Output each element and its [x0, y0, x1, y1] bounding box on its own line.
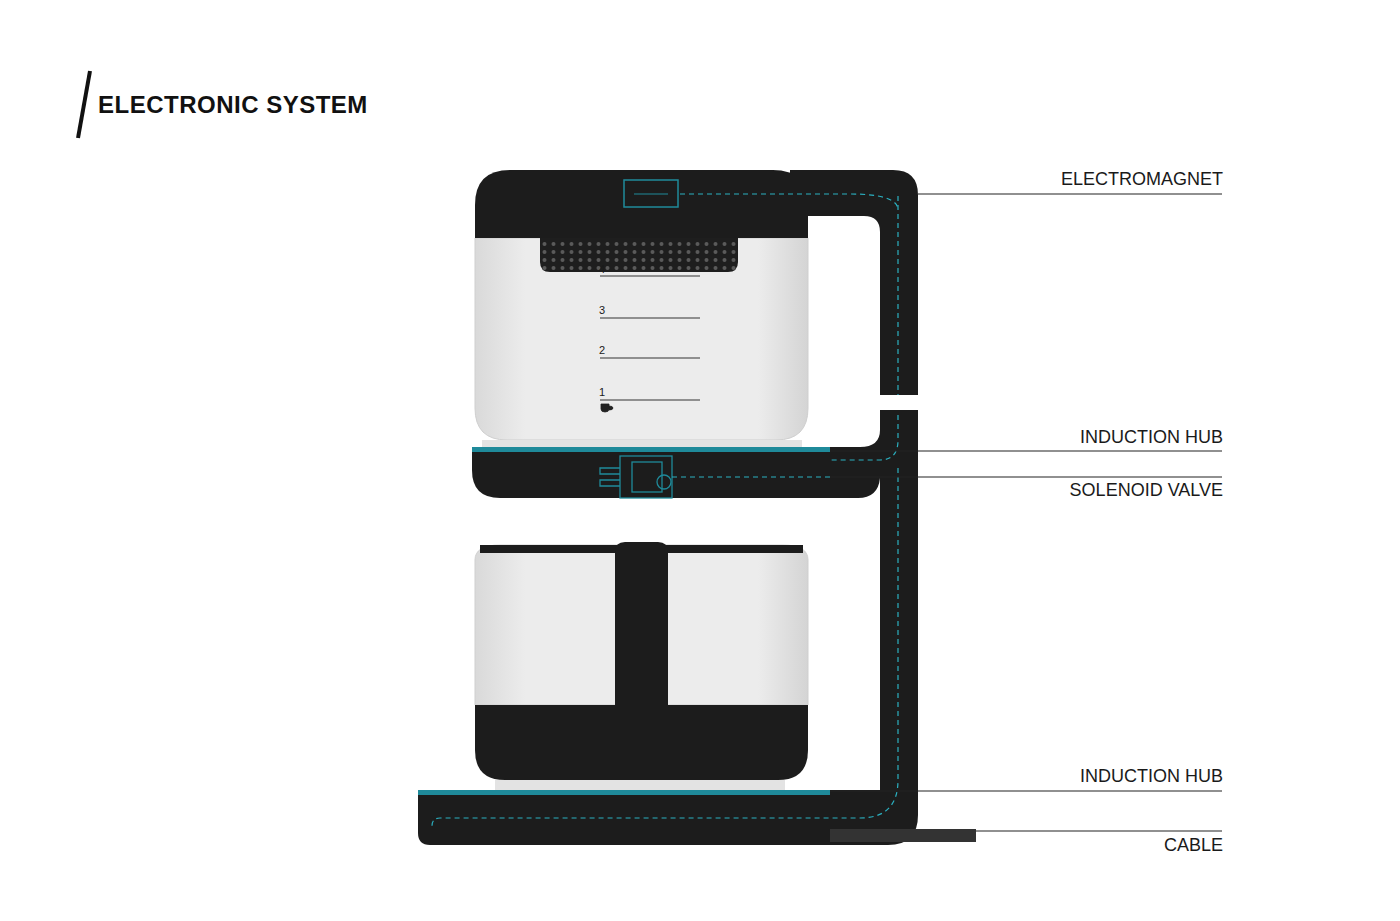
filter-basket [540, 238, 738, 272]
carafe-strap [615, 542, 668, 752]
carafe-foot [495, 780, 785, 790]
part-label: INDUCTION HUB [1080, 767, 1223, 787]
part-label: CABLE [1164, 836, 1223, 856]
electromagnet-core [634, 194, 668, 195]
part-label: ELECTROMAGNET [1061, 170, 1223, 190]
carafe-handle [790, 170, 918, 395]
graduation-number: 4 [599, 263, 605, 275]
part-label: INDUCTION HUB [1080, 428, 1223, 448]
solenoid-valve-symbol [600, 456, 672, 498]
graduation-lines [600, 276, 700, 400]
upper-carafe-lid [475, 170, 808, 238]
part-label: SOLENOID VALVE [1070, 481, 1223, 501]
wiring-path [432, 196, 898, 826]
upper-carafe-glass [475, 238, 808, 440]
induction-surface [472, 447, 830, 452]
graduation-number: 1 [599, 386, 605, 398]
carafe-foot [482, 440, 802, 447]
cup-icon [601, 404, 613, 412]
stand [418, 410, 918, 845]
leader-lines [830, 194, 1222, 831]
wiring-path [680, 194, 898, 210]
wiring-path [672, 476, 830, 477]
electromagnet-symbol [624, 180, 678, 207]
induction-surface [418, 790, 830, 795]
page-title: ELECTRONIC SYSTEM [98, 92, 368, 118]
graduation-number: 3 [599, 304, 605, 316]
middle-hub [472, 447, 830, 498]
graduation-number: 2 [599, 344, 605, 356]
title-slash [78, 71, 90, 138]
cable-lead [830, 829, 976, 842]
